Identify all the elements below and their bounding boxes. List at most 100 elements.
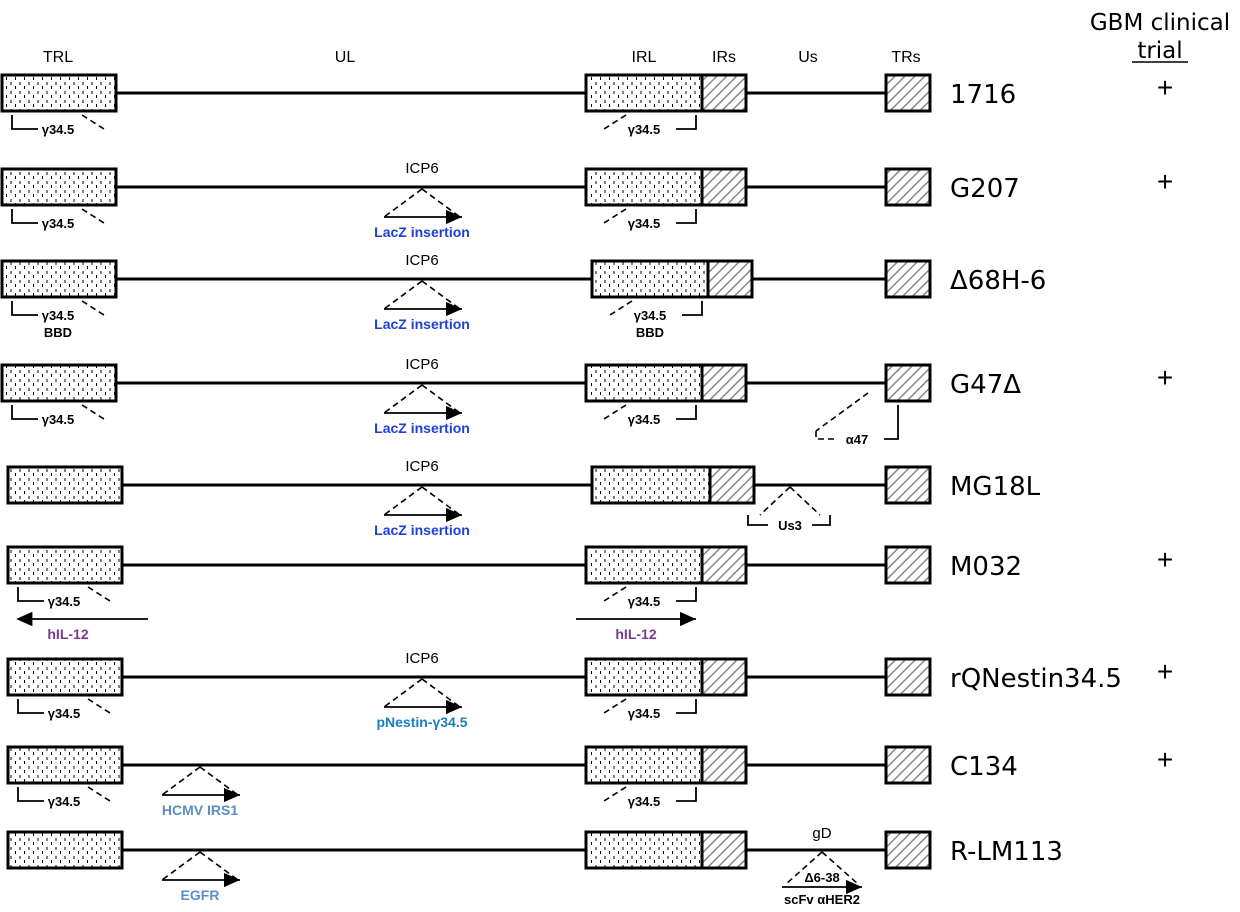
trs-box [884,259,932,299]
gbm-header-line2: trial [1137,38,1182,64]
deletion-dash [603,404,627,420]
trl-box [6,745,124,785]
gamma-label-right: γ34.5 [628,122,661,137]
virus-name: rQNestin34.5 [950,664,1122,694]
alpha47-label: α47 [846,432,868,447]
deletion-dash [603,114,627,130]
us-deletion [815,392,869,440]
header-irs: IRs [712,49,736,66]
virus-name: 1716 [950,80,1016,110]
insert-dash [421,188,461,218]
bbd-label-left: BBD [44,325,72,340]
us3-deletion [759,486,821,516]
us3-bracket [747,515,831,526]
header-trl: TRL [43,49,73,66]
trl-box [0,363,118,403]
irs-box [700,830,748,870]
header-irl: IRL [632,49,657,66]
gamma-label-left: γ34.5 [48,594,81,609]
irs-box [708,465,756,505]
clinical-trial-plus: + [1157,656,1173,687]
clinical-trial-plus: + [1157,544,1173,575]
irl-box [584,745,704,785]
deletion-dash [87,698,111,714]
trl-box [6,830,124,870]
deletion-dash [87,786,111,802]
virus-name: MG18L [950,472,1041,502]
clinical-trial-plus: + [1157,362,1173,393]
irl-box [584,73,704,113]
insert-dash [383,280,423,310]
irl-box [584,657,704,697]
trs-box [884,745,932,785]
insert-dash [421,280,461,310]
hil12-label-right: hIL-12 [615,626,656,642]
deletion-bracket [676,587,697,602]
deletion-dash [87,586,111,602]
irl-box [584,363,704,403]
insertion-label: LacZ insertion [374,522,470,538]
deletion-dash [81,300,105,316]
trl-box [6,545,124,585]
trs-box [884,657,932,697]
header-ul: UL [335,49,356,66]
deletion-bracket [17,587,44,602]
gamma-label-right: γ34.5 [628,216,661,231]
deletion-dash [81,208,105,224]
deletion-bracket [682,301,703,316]
gbm-header-line1: GBM clinical [1090,10,1230,36]
gamma-label-right: γ34.5 [628,794,661,809]
irl-box [590,259,710,299]
insert-dash [199,766,239,796]
deletion-dash [609,300,633,316]
insert-dash [421,678,461,708]
deletion-bracket [676,699,697,714]
irl-box [584,167,704,207]
trl-box [0,167,118,207]
hil12-label-left: hIL-12 [47,626,88,642]
trl-box [0,73,118,113]
icp6-label: ICP6 [405,356,438,373]
irs-box [700,545,748,585]
virus-name: G207 [950,174,1020,204]
clinical-trial-plus: + [1157,72,1173,103]
virus-name: G47Δ [950,370,1021,400]
trs-box [884,73,932,113]
gamma-label-left: γ34.5 [42,308,75,323]
insert-dash [199,851,239,881]
insert-dash [383,188,423,218]
gd-label: gD [812,825,831,842]
delta-label: Δ6-38 [804,870,839,885]
irl-box [584,545,704,585]
deletion-bracket [11,209,38,224]
bbd-label-right: BBD [636,325,664,340]
gd-dash [785,851,859,885]
trl-box [6,465,124,505]
gamma-label-right: γ34.5 [628,706,661,721]
deletion-dash [603,698,627,714]
icp6-label: ICP6 [405,160,438,177]
clinical-trial-plus: + [1157,166,1173,197]
insertion-label: LacZ insertion [374,224,470,240]
gamma-label-left: γ34.5 [42,122,75,137]
gamma-label-right: γ34.5 [628,594,661,609]
irl-box [584,830,704,870]
trs-box [884,167,932,207]
insert-dash [383,384,423,414]
deletion-bracket [676,115,697,130]
insertion-label: LacZ insertion [374,420,470,436]
us-bracket [884,405,899,440]
icp6-label: ICP6 [405,458,438,475]
gamma-label-left: γ34.5 [42,216,75,231]
deletion-bracket [11,301,38,316]
gamma-label-right: γ34.5 [628,412,661,427]
deletion-bracket [676,405,697,420]
